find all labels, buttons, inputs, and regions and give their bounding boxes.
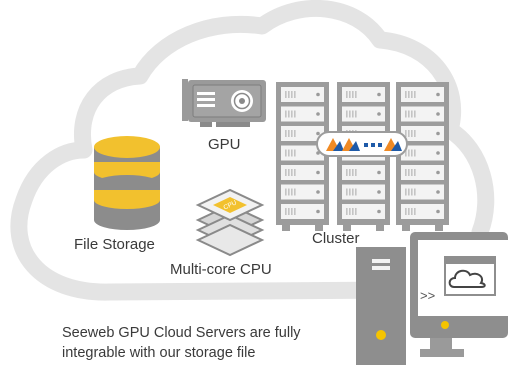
server-rack-icon: [396, 82, 449, 231]
cpu-chip-icon: CPU: [195, 188, 265, 257]
server-rack-group: [276, 82, 449, 231]
desktop-computer-icon: >>: [356, 232, 508, 365]
file-storage-label: File Storage: [74, 236, 155, 253]
cloud-window-icon: [444, 256, 496, 296]
gpu-card-icon: [182, 79, 266, 127]
multi-core-cpu-label: Multi-core CPU: [170, 261, 272, 278]
cluster-connector-icon: [316, 131, 408, 157]
gpu-label: GPU: [208, 136, 241, 153]
cloud-outline: [10, 0, 495, 301]
cluster-label: Cluster: [312, 230, 360, 247]
storage-stack-icon: [94, 136, 160, 230]
server-rack-icon: [276, 82, 329, 231]
svg-text:>>: >>: [420, 288, 435, 303]
caption-text: Seeweb GPU Cloud Servers are fully integ…: [62, 325, 301, 361]
